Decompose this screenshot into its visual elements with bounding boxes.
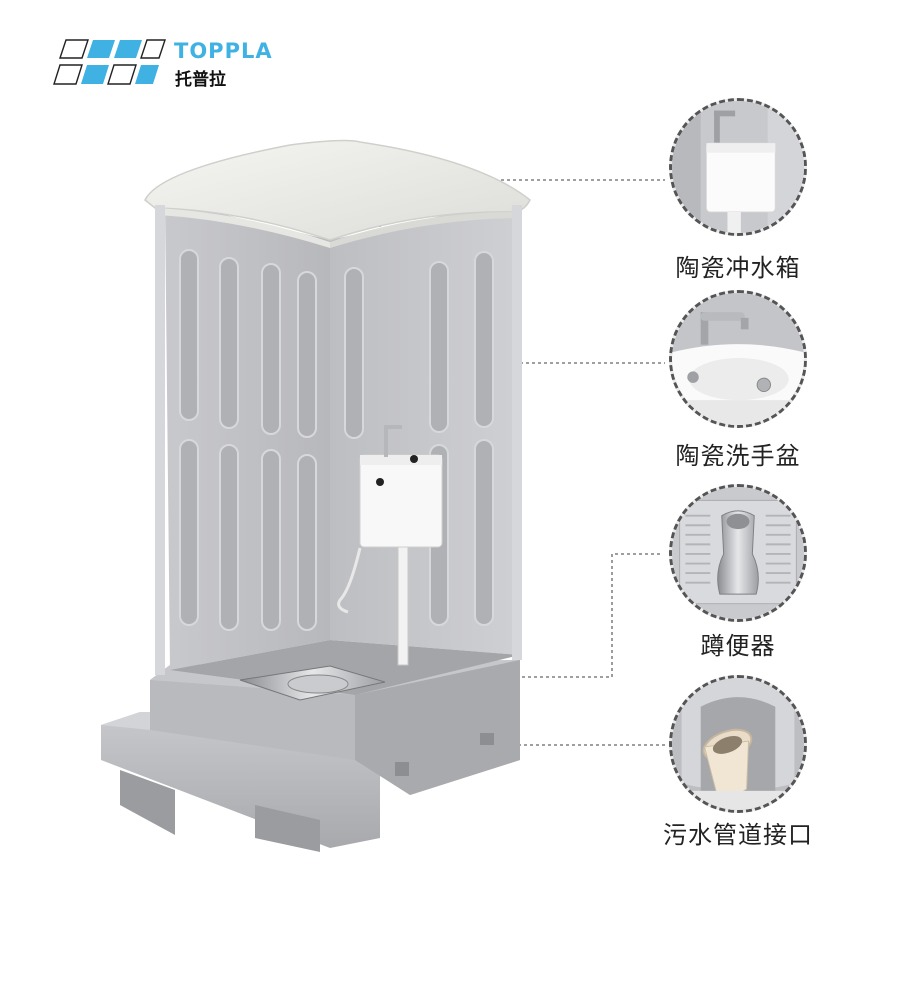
- squat-pan: [239, 665, 386, 701]
- brand-logo: TOPPLA 托普拉: [52, 38, 292, 90]
- feature-ceramic-cistern: 陶瓷冲水箱: [643, 98, 833, 288]
- feature-label: 蹲便器: [700, 632, 776, 660]
- sewage-pipe-icon: [669, 675, 807, 813]
- ceramic-cistern-icon: [669, 98, 807, 236]
- ceramic-basin-icon: [669, 290, 807, 428]
- logo-mark-icon: [53, 39, 166, 85]
- feature-label: 污水管道接口: [663, 821, 813, 849]
- feature-label: 陶瓷冲水箱: [675, 254, 801, 282]
- cabin-roof: [144, 139, 531, 248]
- feature-squat-toilet: 蹲便器: [643, 484, 833, 664]
- squat-toilet-icon: [669, 484, 807, 622]
- feature-ceramic-basin: 陶瓷洗手盆: [643, 290, 833, 480]
- brand-name-cn: 托普拉: [175, 70, 226, 90]
- feature-sewage-pipe: 污水管道接口: [643, 675, 833, 855]
- ceramic-cistern: [359, 425, 443, 548]
- feature-label: 陶瓷洗手盆: [675, 442, 801, 470]
- brand-name-en: TOPPLA: [174, 39, 273, 63]
